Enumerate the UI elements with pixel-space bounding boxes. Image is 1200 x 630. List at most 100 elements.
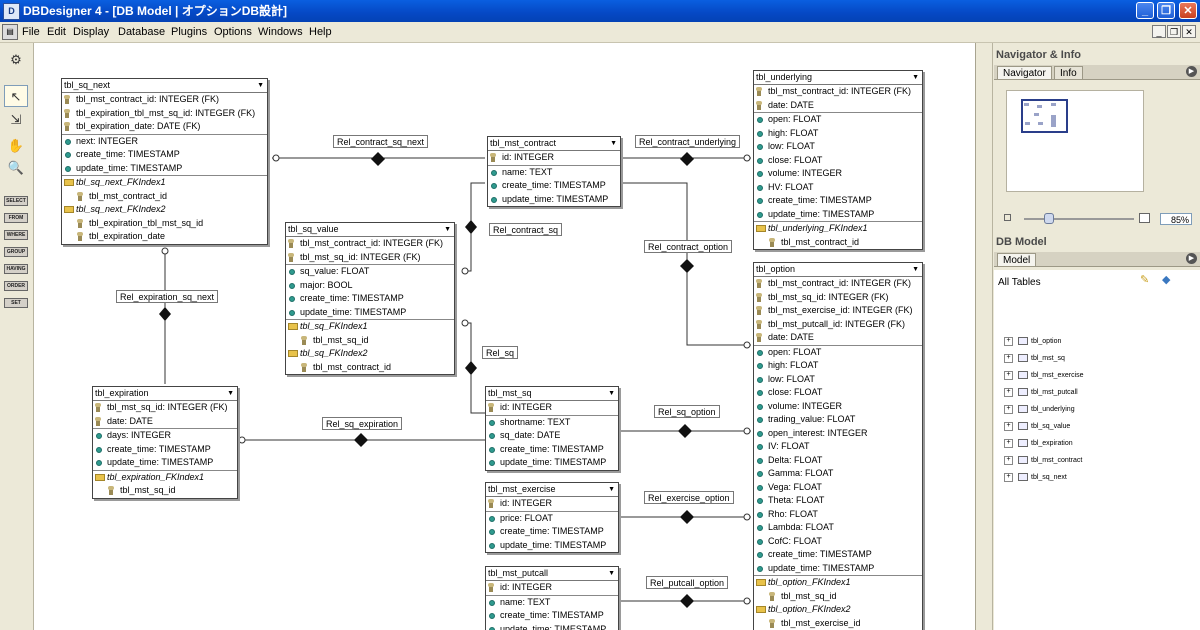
move-tool-icon[interactable]: ⇲ <box>10 112 22 127</box>
expand-icon[interactable]: + <box>1004 353 1013 363</box>
chevron-right-icon[interactable]: ▶ <box>1186 253 1197 264</box>
zoom-in-icon[interactable] <box>1139 213 1150 223</box>
index-column[interactable]: tbl_mst_contract_id <box>754 236 922 250</box>
column[interactable]: sq_value: FLOAT <box>286 265 454 279</box>
tab-navigator[interactable]: Navigator <box>997 66 1052 79</box>
index[interactable]: tbl_sq_FKIndex2 <box>286 347 454 361</box>
expand-icon[interactable]: + <box>1004 370 1013 380</box>
expand-icon[interactable]: + <box>1004 438 1013 448</box>
menu-database[interactable]: Database <box>118 26 166 38</box>
table-tbl-underlying[interactable]: tbl_underlying▼tbl_mst_contract_id: INTE… <box>753 70 923 250</box>
column[interactable]: update_time: TIMESTAMP <box>754 208 922 222</box>
table-tbl-option[interactable]: tbl_option▼tbl_mst_contract_id: INTEGER … <box>753 262 923 630</box>
chevron-down-icon[interactable]: ▼ <box>227 390 234 397</box>
column[interactable]: update_time: TIMESTAMP <box>486 456 618 470</box>
tree-item[interactable]: +tbl_sq_value <box>1004 421 1070 433</box>
key-column[interactable]: tbl_expiration_tbl_mst_sq_id: INTEGER (F… <box>62 107 267 121</box>
expand-icon[interactable]: + <box>1004 404 1013 414</box>
sql-select-button[interactable]: SELECT <box>4 196 28 206</box>
column[interactable]: create_time: TIMESTAMP <box>754 548 922 562</box>
key-column[interactable]: tbl_mst_contract_id: INTEGER (FK) <box>286 237 454 251</box>
column[interactable]: update_time: TIMESTAMP <box>488 193 620 207</box>
column[interactable]: open: FLOAT <box>754 113 922 127</box>
relation-label-putcall-option[interactable]: Rel_putcall_option <box>646 576 729 589</box>
index[interactable]: tbl_option_FKIndex2 <box>754 603 922 617</box>
sql-group-button[interactable]: GROUP <box>4 247 28 257</box>
table-header[interactable]: tbl_underlying▼ <box>754 71 922 85</box>
index[interactable]: tbl_option_FKIndex1 <box>754 576 922 590</box>
menu-plugins[interactable]: Plugins <box>171 26 208 38</box>
column[interactable]: create_time: TIMESTAMP <box>286 292 454 306</box>
table-header[interactable]: tbl_expiration▼ <box>93 387 237 401</box>
index[interactable]: tbl_sq_next_FKIndex1 <box>62 176 267 190</box>
table-header[interactable]: tbl_mst_exercise▼ <box>486 483 618 497</box>
column[interactable]: days: INTEGER <box>93 429 237 443</box>
menu-options[interactable]: Options <box>214 26 252 38</box>
expand-icon[interactable]: + <box>1004 472 1013 482</box>
sql-order-button[interactable]: ORDER <box>4 281 28 291</box>
column[interactable]: low: FLOAT <box>754 140 922 154</box>
chevron-down-icon[interactable]: ▼ <box>608 390 615 397</box>
column[interactable]: name: TEXT <box>486 596 618 610</box>
relation-label-exercise-option[interactable]: Rel_exercise_option <box>644 491 734 504</box>
key-column[interactable]: id: INTEGER <box>486 497 618 511</box>
relation-label-sq[interactable]: Rel_sq <box>482 346 519 359</box>
zoom-slider-thumb[interactable] <box>1044 213 1054 224</box>
menu-windows[interactable]: Windows <box>258 26 303 38</box>
column[interactable]: high: FLOAT <box>754 359 922 373</box>
chevron-down-icon[interactable]: ▼ <box>912 266 919 273</box>
chevron-down-icon[interactable]: ▼ <box>444 226 451 233</box>
column[interactable]: create_time: TIMESTAMP <box>486 525 618 539</box>
index[interactable]: tbl_sq_next_FKIndex2 <box>62 203 267 217</box>
tree-item[interactable]: +tbl_mst_putcall <box>1004 387 1078 399</box>
chevron-down-icon[interactable]: ▼ <box>608 486 615 493</box>
chevron-down-icon[interactable]: ▼ <box>912 74 919 81</box>
column[interactable]: CofC: FLOAT <box>754 535 922 549</box>
column[interactable]: update_time: TIMESTAMP <box>93 456 237 470</box>
key-column[interactable]: tbl_mst_contract_id: INTEGER (FK) <box>62 93 267 107</box>
index-column[interactable]: tbl_expiration_date <box>62 230 267 244</box>
column[interactable]: create_time: TIMESTAMP <box>754 194 922 208</box>
panel-splitter[interactable] <box>976 43 993 630</box>
tab-model[interactable]: Model <box>997 253 1037 266</box>
column[interactable]: Delta: FLOAT <box>754 454 922 468</box>
sql-from-button[interactable]: FROM <box>4 213 28 223</box>
zoom-level[interactable]: 85% <box>1160 213 1192 225</box>
column[interactable]: HV: FLOAT <box>754 181 922 195</box>
column[interactable]: high: FLOAT <box>754 127 922 141</box>
chevron-down-icon[interactable]: ▼ <box>608 570 615 577</box>
index-column[interactable]: tbl_mst_contract_id <box>286 361 454 375</box>
column[interactable]: volume: INTEGER <box>754 167 922 181</box>
index-column[interactable]: tbl_mst_contract_id <box>62 190 267 204</box>
column[interactable]: sq_date: DATE <box>486 429 618 443</box>
tree-item[interactable]: +tbl_mst_sq <box>1004 353 1065 365</box>
table-header[interactable]: tbl_sq_next▼ <box>62 79 267 93</box>
tree-item[interactable]: +tbl_sq_next <box>1004 472 1067 484</box>
document-icon[interactable]: ▤ <box>2 24 18 40</box>
index-column[interactable]: tbl_mst_sq_id <box>286 334 454 348</box>
column[interactable]: update_time: TIMESTAMP <box>62 162 267 176</box>
column[interactable]: volume: INTEGER <box>754 400 922 414</box>
column[interactable]: Rho: FLOAT <box>754 508 922 522</box>
relation-label-contract-underlying[interactable]: Rel_contract_underlying <box>635 135 741 148</box>
column[interactable]: low: FLOAT <box>754 373 922 387</box>
menu-help[interactable]: Help <box>309 26 332 38</box>
sql-having-button[interactable]: HAVING <box>4 264 28 274</box>
key-column[interactable]: tbl_expiration_date: DATE (FK) <box>62 120 267 134</box>
column[interactable]: trading_value: FLOAT <box>754 413 922 427</box>
column[interactable]: name: TEXT <box>488 166 620 180</box>
chevron-right-icon[interactable]: ▶ <box>1186 66 1197 77</box>
key-column[interactable]: id: INTEGER <box>488 151 620 165</box>
index[interactable]: tbl_underlying_FKIndex1 <box>754 222 922 236</box>
relation-label-contract-option[interactable]: Rel_contract_option <box>644 240 733 253</box>
zoom-slider-track[interactable] <box>1024 218 1134 220</box>
tree-item[interactable]: +tbl_option <box>1004 336 1061 348</box>
relation-label-expiration-sq-next[interactable]: Rel_expiration_sq_next <box>116 290 219 303</box>
column[interactable]: close: FLOAT <box>754 154 922 168</box>
chevron-down-icon[interactable]: ▼ <box>257 82 264 89</box>
column[interactable]: open: FLOAT <box>754 346 922 360</box>
key-column[interactable]: tbl_mst_exercise_id: INTEGER (FK) <box>754 304 922 318</box>
column[interactable]: update_time: TIMESTAMP <box>286 306 454 320</box>
